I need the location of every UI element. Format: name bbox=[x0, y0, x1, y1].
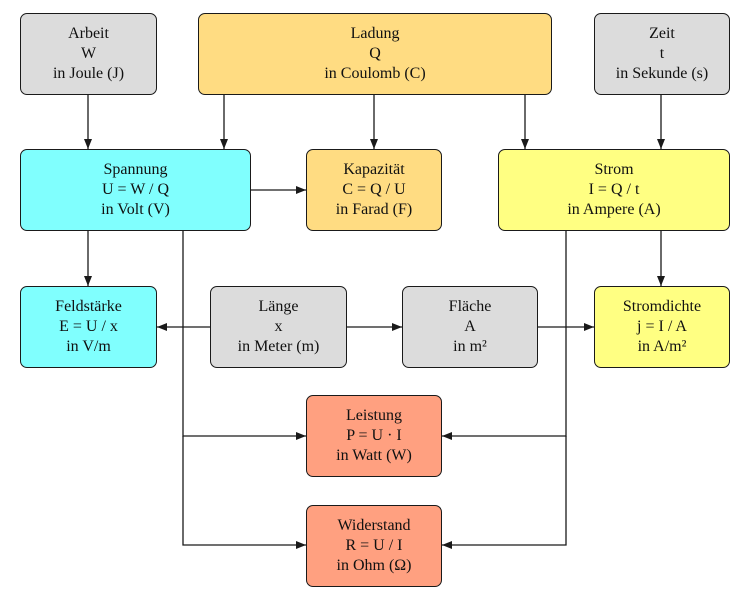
node-arbeit: Arbeit W in Joule (J) bbox=[20, 13, 157, 95]
node-name: Kapazität bbox=[343, 161, 405, 178]
node-unit: in Coulomb (C) bbox=[324, 65, 426, 82]
node-flaeche: Fläche A in m² bbox=[402, 286, 538, 368]
node-name: Stromdichte bbox=[622, 298, 702, 315]
node-strom: Strom I = Q / t in Ampere (A) bbox=[498, 149, 730, 231]
node-name: Spannung bbox=[103, 161, 168, 178]
node-unit: in m² bbox=[453, 338, 487, 355]
node-formula: U = W / Q bbox=[101, 181, 170, 198]
node-unit: in A/m² bbox=[637, 338, 687, 355]
node-name: Zeit bbox=[649, 25, 675, 42]
node-unit: in Ampere (A) bbox=[567, 201, 661, 218]
node-formula: P = U · I bbox=[346, 427, 402, 444]
node-stromdichte: Stromdichte j = I / A in A/m² bbox=[594, 286, 730, 368]
node-formula: R = U / I bbox=[345, 537, 403, 554]
node-spannung: Spannung U = W / Q in Volt (V) bbox=[20, 149, 251, 231]
node-ladung: Ladung Q in Coulomb (C) bbox=[198, 13, 552, 95]
node-name: Strom bbox=[594, 161, 634, 178]
node-unit: in Joule (J) bbox=[52, 65, 125, 82]
node-feldstaerke: Feldstärke E = U / x in V/m bbox=[20, 286, 157, 368]
node-name: Leistung bbox=[346, 407, 402, 424]
node-name: Feldstärke bbox=[55, 298, 122, 315]
node-formula: j = I / A bbox=[637, 318, 687, 335]
node-name: Widerstand bbox=[337, 517, 411, 534]
node-formula: E = U / x bbox=[59, 318, 118, 335]
node-name: Arbeit bbox=[68, 25, 109, 42]
node-widerstand: Widerstand R = U / I in Ohm (Ω) bbox=[306, 505, 442, 587]
node-formula: W bbox=[80, 45, 97, 62]
node-unit: in Watt (W) bbox=[336, 447, 412, 464]
node-name: Fläche bbox=[448, 298, 492, 315]
node-unit: in Ohm (Ω) bbox=[336, 557, 412, 574]
node-unit: in Volt (V) bbox=[101, 201, 170, 218]
edge-spannung-widerstand bbox=[182, 436, 306, 549]
node-formula: A bbox=[464, 318, 476, 335]
node-formula: I = Q / t bbox=[588, 181, 640, 198]
node-unit: in Meter (m) bbox=[237, 338, 320, 355]
edge-strom-widerstand bbox=[442, 436, 567, 549]
node-laenge: Länge x in Meter (m) bbox=[210, 286, 347, 368]
node-formula: Q bbox=[369, 45, 381, 62]
node-unit: in V/m bbox=[66, 338, 111, 355]
node-kapazitaet: Kapazität C = Q / U in Farad (F) bbox=[306, 149, 442, 231]
node-unit: in Farad (F) bbox=[335, 201, 413, 218]
node-formula: x bbox=[274, 318, 283, 335]
node-name: Ladung bbox=[350, 25, 400, 42]
node-zeit: Zeit t in Sekunde (s) bbox=[594, 13, 730, 95]
node-formula: C = Q / U bbox=[342, 181, 406, 198]
node-name: Länge bbox=[258, 298, 299, 315]
node-leistung: Leistung P = U · I in Watt (W) bbox=[306, 395, 442, 477]
node-unit: in Sekunde (s) bbox=[615, 65, 709, 82]
node-formula: t bbox=[659, 45, 665, 62]
